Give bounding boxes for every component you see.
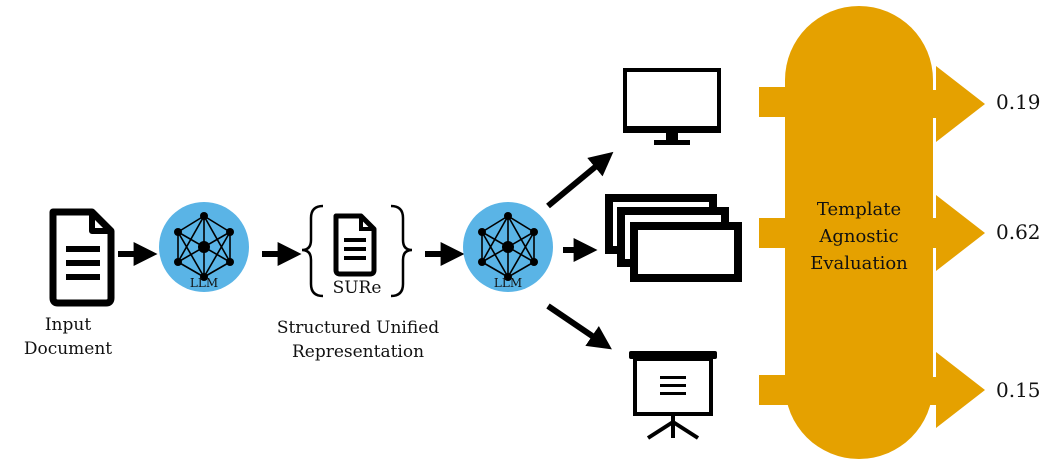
llm-node-1	[159, 202, 249, 292]
presentation-board-icon	[629, 351, 717, 440]
sure-document-icon	[333, 213, 377, 277]
document-icon	[49, 208, 115, 307]
evaluation-label-line1: Template	[816, 199, 902, 220]
braces-icon	[301, 204, 413, 298]
llm-node-2	[463, 202, 553, 292]
evaluation-label-line3: Evaluation	[810, 253, 908, 274]
arrow-to-monitor	[546, 151, 614, 209]
input-document-label: Input Document	[23, 315, 113, 359]
sure-caption-line1: Structured Unified	[276, 318, 440, 338]
score-middle: 0.62	[996, 220, 1041, 244]
score-top: 0.19	[996, 90, 1041, 114]
slide-stack-icon	[605, 194, 742, 282]
sure-label: SURe	[332, 278, 382, 298]
sure-caption-line2: Representation	[291, 342, 425, 362]
evaluation-label-line2: Agnostic	[819, 226, 899, 247]
monitor-icon	[623, 68, 721, 145]
arrow-to-board	[546, 303, 612, 350]
evaluation-pill	[759, 6, 933, 459]
score-bottom: 0.15	[996, 378, 1041, 402]
score-arrows	[900, 66, 985, 428]
llm-label-2: LLM	[493, 276, 523, 290]
llm-label-1: LLM	[189, 276, 219, 290]
